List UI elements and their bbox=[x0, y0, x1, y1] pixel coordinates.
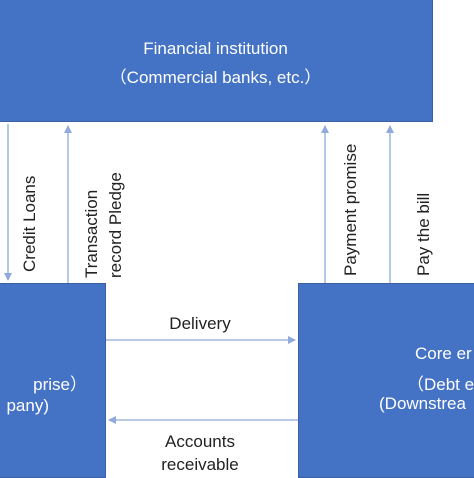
core-enterprise-line1: Core er bbox=[415, 344, 472, 363]
financial-institution-title: Financial institution bbox=[143, 39, 288, 58]
pay-the-bill-label: Pay the bill bbox=[414, 192, 433, 276]
accounts-receivable-label-line1: Accounts bbox=[165, 432, 235, 451]
core-enterprise-box: Core er （Debt er (Downstrea bbox=[298, 283, 474, 478]
core-enterprise-line3: (Downstrea bbox=[379, 394, 466, 413]
pledge-label-line1: Transaction bbox=[82, 189, 101, 278]
financial-institution-subtitle: （Commercial banks, etc.） bbox=[109, 68, 322, 87]
pledge-label-line2: record Pledge bbox=[106, 172, 125, 278]
core-enterprise-line2: （Debt er bbox=[407, 375, 474, 394]
financial-institution-box: Financial institution （Commercial banks,… bbox=[0, 0, 433, 122]
credit-loans-label: Credit Loans bbox=[20, 175, 39, 272]
small-enterprise-box: prise） pany) bbox=[0, 283, 106, 478]
accounts-receivable-label-line2: receivable bbox=[161, 455, 239, 474]
payment-promise-label: Payment promise bbox=[341, 143, 360, 276]
small-enterprise-line1: prise） bbox=[33, 375, 87, 394]
delivery-label: Delivery bbox=[169, 314, 231, 333]
small-enterprise-line2: pany) bbox=[6, 396, 49, 415]
